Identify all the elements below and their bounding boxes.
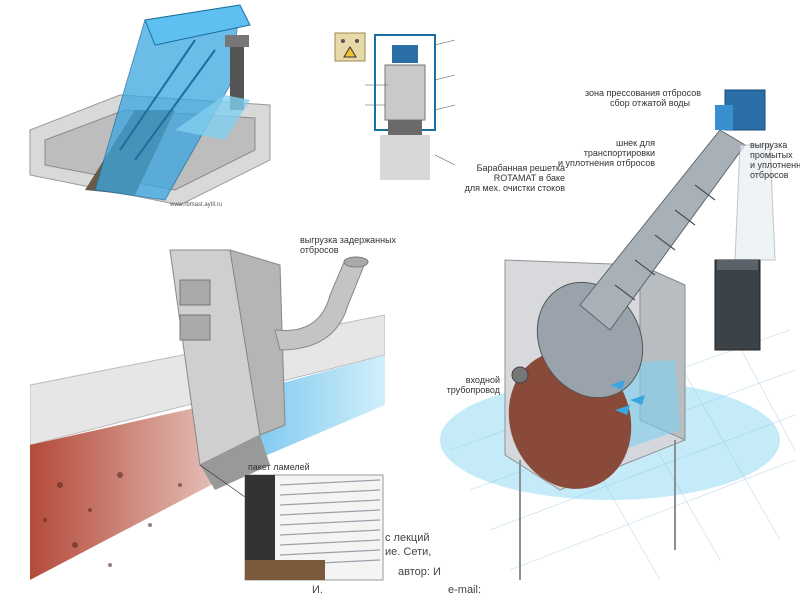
label-screw-conveyor: шнек для транспортировки и уплотнения от…: [557, 138, 655, 168]
label-lamella-pack: пакет ламелей: [248, 462, 310, 472]
footer-line-initial: И.: [312, 584, 323, 596]
footer-line-lectures: с лекций: [385, 532, 430, 544]
figure-rotamat-drum-screen: зона прессования отбросов сбор отжатой в…: [440, 70, 800, 585]
footer-line-author: автор: И: [398, 566, 441, 578]
figure1-credit: www.rbmast.aytil.ru: [169, 202, 222, 208]
footer-line-email: e-mail:: [448, 584, 482, 596]
lamella-screen-illustration: [29, 249, 386, 581]
figure-screen-technical-drawing: [330, 25, 465, 185]
label-pressing-zone: зона прессования отбросов сбор отжатой в…: [585, 88, 702, 108]
rotamat-illustration: [440, 89, 796, 581]
label-discharge-washed: выгрузка промытых и уплотненных отбросов: [750, 140, 800, 180]
label-inlet-pipe: входной трубопровод: [446, 375, 500, 395]
figure-blue-screen-channel: www.rbmast.aytil.ru: [25, 0, 275, 215]
blue-screen-illustration: www.rbmast.aytil.ru: [29, 4, 271, 208]
figure-lamella-screen-channel: выгрузка задержанных отбросов пакет ламе…: [29, 235, 396, 585]
technical-drawing-illustration: [334, 32, 456, 180]
label-drum-screen-rotamat: Барабанная решетка ROTAMAT в баке для ме…: [464, 163, 565, 193]
label-discharge-retained: выгрузка задержанных отбросов: [300, 235, 397, 255]
footer-line-networks: ие. Сети,: [385, 546, 432, 558]
